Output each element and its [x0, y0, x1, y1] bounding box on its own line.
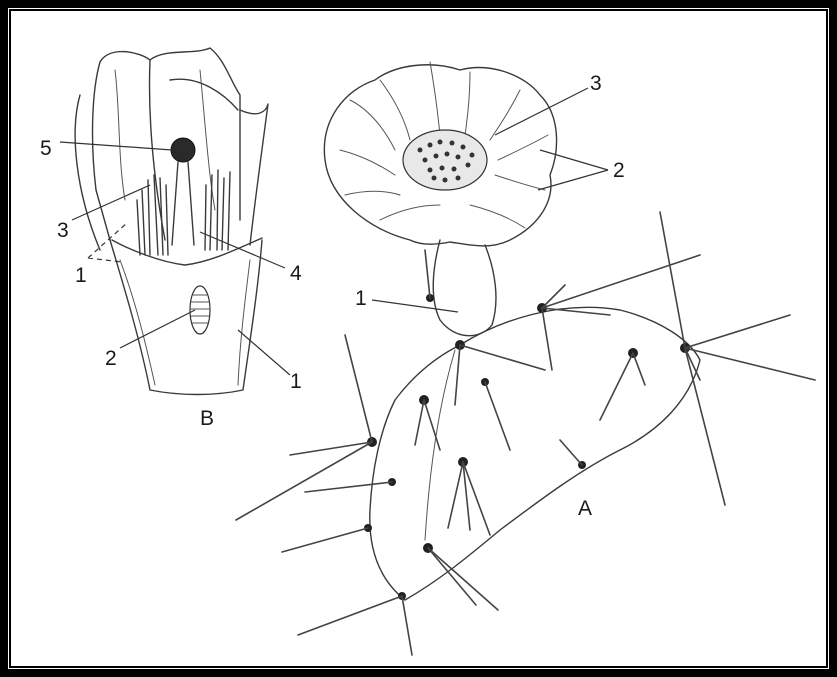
label-a-1: 1	[355, 287, 367, 310]
label-a-3: 3	[590, 72, 602, 95]
frame-border	[4, 4, 833, 673]
label-b-5: 5	[40, 137, 52, 160]
label-b-3: 3	[57, 219, 69, 242]
label-a-2: 2	[613, 159, 625, 182]
label-b-4: 4	[290, 262, 302, 285]
view-letter-a: A	[578, 497, 592, 520]
view-letter-b: B	[200, 407, 214, 430]
stigma	[171, 138, 195, 162]
label-b-2: 2	[105, 347, 117, 370]
label-b-1-left: 1	[75, 264, 87, 287]
label-b-1-right: 1	[290, 370, 302, 393]
